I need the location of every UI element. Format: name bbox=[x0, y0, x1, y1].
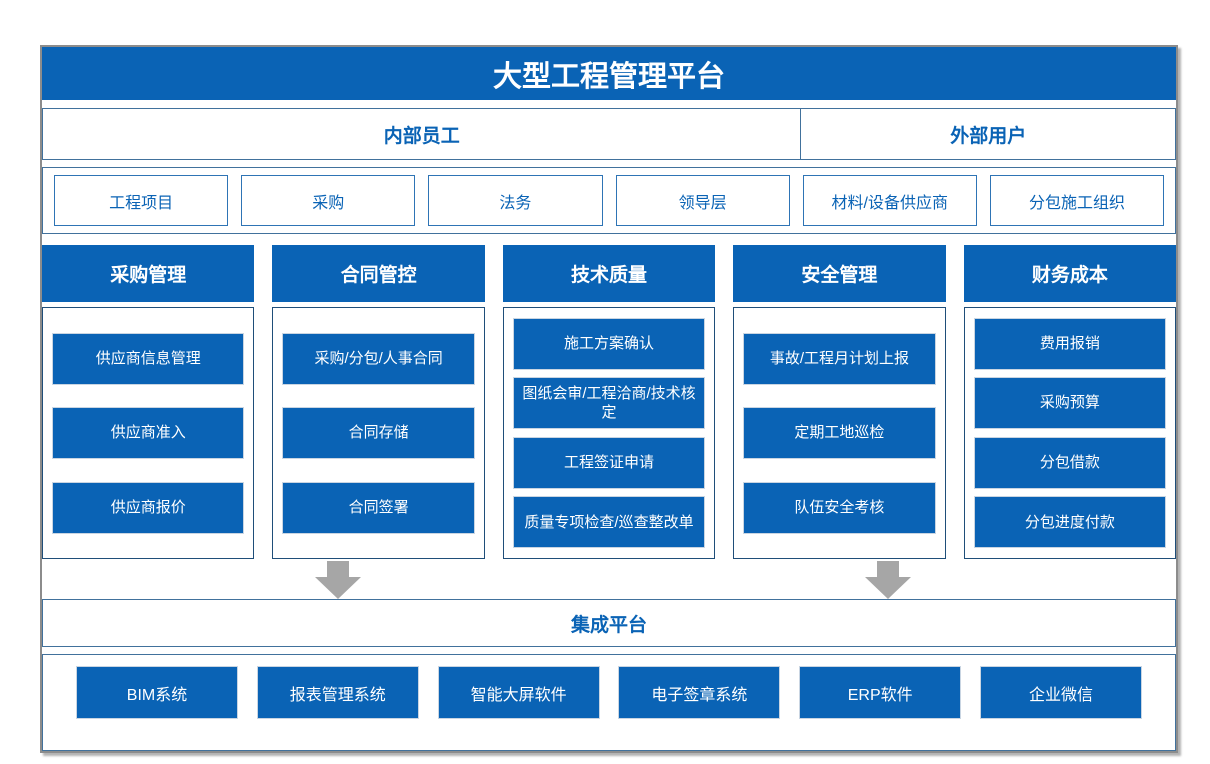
module-item: 质量专项检查/巡查整改单 bbox=[512, 496, 706, 549]
module-header: 财务成本 bbox=[963, 245, 1177, 302]
module-body: 事故/工程月计划上报 定期工地巡检 队伍安全考核 bbox=[733, 307, 946, 559]
down-arrow-icon bbox=[315, 561, 361, 599]
module-item: 合同存储 bbox=[282, 407, 475, 459]
system-esignature: 电子签章系统 bbox=[618, 666, 781, 719]
module-item: 施工方案确认 bbox=[512, 317, 706, 370]
system-wechat-work: 企业微信 bbox=[979, 666, 1142, 719]
module-item: 工程签证申请 bbox=[512, 436, 706, 489]
module-body: 施工方案确认 图纸会审/工程洽商/技术核定 工程签证申请 质量专项检查/巡查整改… bbox=[502, 307, 716, 559]
module-tech-quality: 技术质量 施工方案确认 图纸会审/工程洽商/技术核定 工程签证申请 质量专项检查… bbox=[502, 245, 716, 559]
module-item: 定期工地巡检 bbox=[743, 407, 936, 459]
system-bigscreen: 智能大屏软件 bbox=[437, 666, 600, 719]
integration-platform-bar: 集成平台 bbox=[42, 599, 1176, 647]
system-report: 报表管理系统 bbox=[256, 666, 419, 719]
module-header: 技术质量 bbox=[502, 245, 716, 302]
module-finance: 财务成本 费用报销 采购预算 分包借款 分包进度付款 bbox=[963, 245, 1177, 559]
module-procurement: 采购管理 供应商信息管理 供应商准入 供应商报价 bbox=[42, 245, 255, 559]
module-body: 采购/分包/人事合同 合同存储 合同签署 bbox=[272, 307, 485, 559]
module-item: 供应商准入 bbox=[52, 407, 245, 459]
system-erp: ERP软件 bbox=[799, 666, 962, 719]
arrows-row bbox=[42, 559, 1176, 599]
role-material-supplier: 材料/设备供应商 bbox=[802, 175, 977, 226]
user-group-external: 外部用户 bbox=[950, 125, 1027, 147]
role-procurement: 采购 bbox=[241, 175, 416, 226]
module-header: 合同管控 bbox=[272, 245, 485, 302]
roles-row: 工程项目 采购 法务 领导层 材料/设备供应商 分包施工组织 bbox=[42, 167, 1176, 234]
module-item: 分包借款 bbox=[973, 436, 1167, 489]
role-legal: 法务 bbox=[428, 175, 603, 226]
module-body: 费用报销 采购预算 分包借款 分包进度付款 bbox=[963, 307, 1177, 559]
module-header: 采购管理 bbox=[42, 245, 255, 302]
module-item: 采购预算 bbox=[973, 377, 1167, 430]
module-contract: 合同管控 采购/分包/人事合同 合同存储 合同签署 bbox=[272, 245, 485, 559]
down-arrow-icon bbox=[865, 561, 911, 599]
modules-section: 采购管理 供应商信息管理 供应商准入 供应商报价 合同管控 采购/分包/人事合同… bbox=[42, 245, 1177, 559]
systems-row: BIM系统 报表管理系统 智能大屏软件 电子签章系统 ERP软件 企业微信 bbox=[42, 654, 1176, 751]
role-project: 工程项目 bbox=[54, 175, 229, 226]
page-title: 大型工程管理平台 bbox=[42, 47, 1176, 100]
role-leadership: 领导层 bbox=[615, 175, 790, 226]
diagram-frame: 大型工程管理平台 内部员工 外部用户 工程项目 采购 法务 领导层 材料/设备供… bbox=[40, 45, 1178, 753]
system-bim: BIM系统 bbox=[76, 666, 238, 719]
module-item: 分包进度付款 bbox=[973, 496, 1167, 549]
role-subcontractor: 分包施工组织 bbox=[989, 175, 1165, 226]
module-item: 费用报销 bbox=[973, 317, 1167, 370]
module-item: 供应商报价 bbox=[52, 481, 245, 534]
user-group-internal: 内部员工 bbox=[43, 109, 802, 159]
module-body: 供应商信息管理 供应商准入 供应商报价 bbox=[42, 307, 255, 559]
user-groups-row: 内部员工 外部用户 bbox=[42, 108, 1176, 160]
module-item: 供应商信息管理 bbox=[52, 332, 245, 385]
module-item: 合同签署 bbox=[282, 481, 475, 534]
module-header: 安全管理 bbox=[733, 245, 946, 302]
module-safety: 安全管理 事故/工程月计划上报 定期工地巡检 队伍安全考核 bbox=[733, 245, 946, 559]
module-item: 采购/分包/人事合同 bbox=[282, 332, 475, 385]
module-item: 事故/工程月计划上报 bbox=[743, 332, 936, 385]
module-item: 图纸会审/工程洽商/技术核定 bbox=[512, 377, 706, 430]
module-item: 队伍安全考核 bbox=[743, 481, 936, 534]
